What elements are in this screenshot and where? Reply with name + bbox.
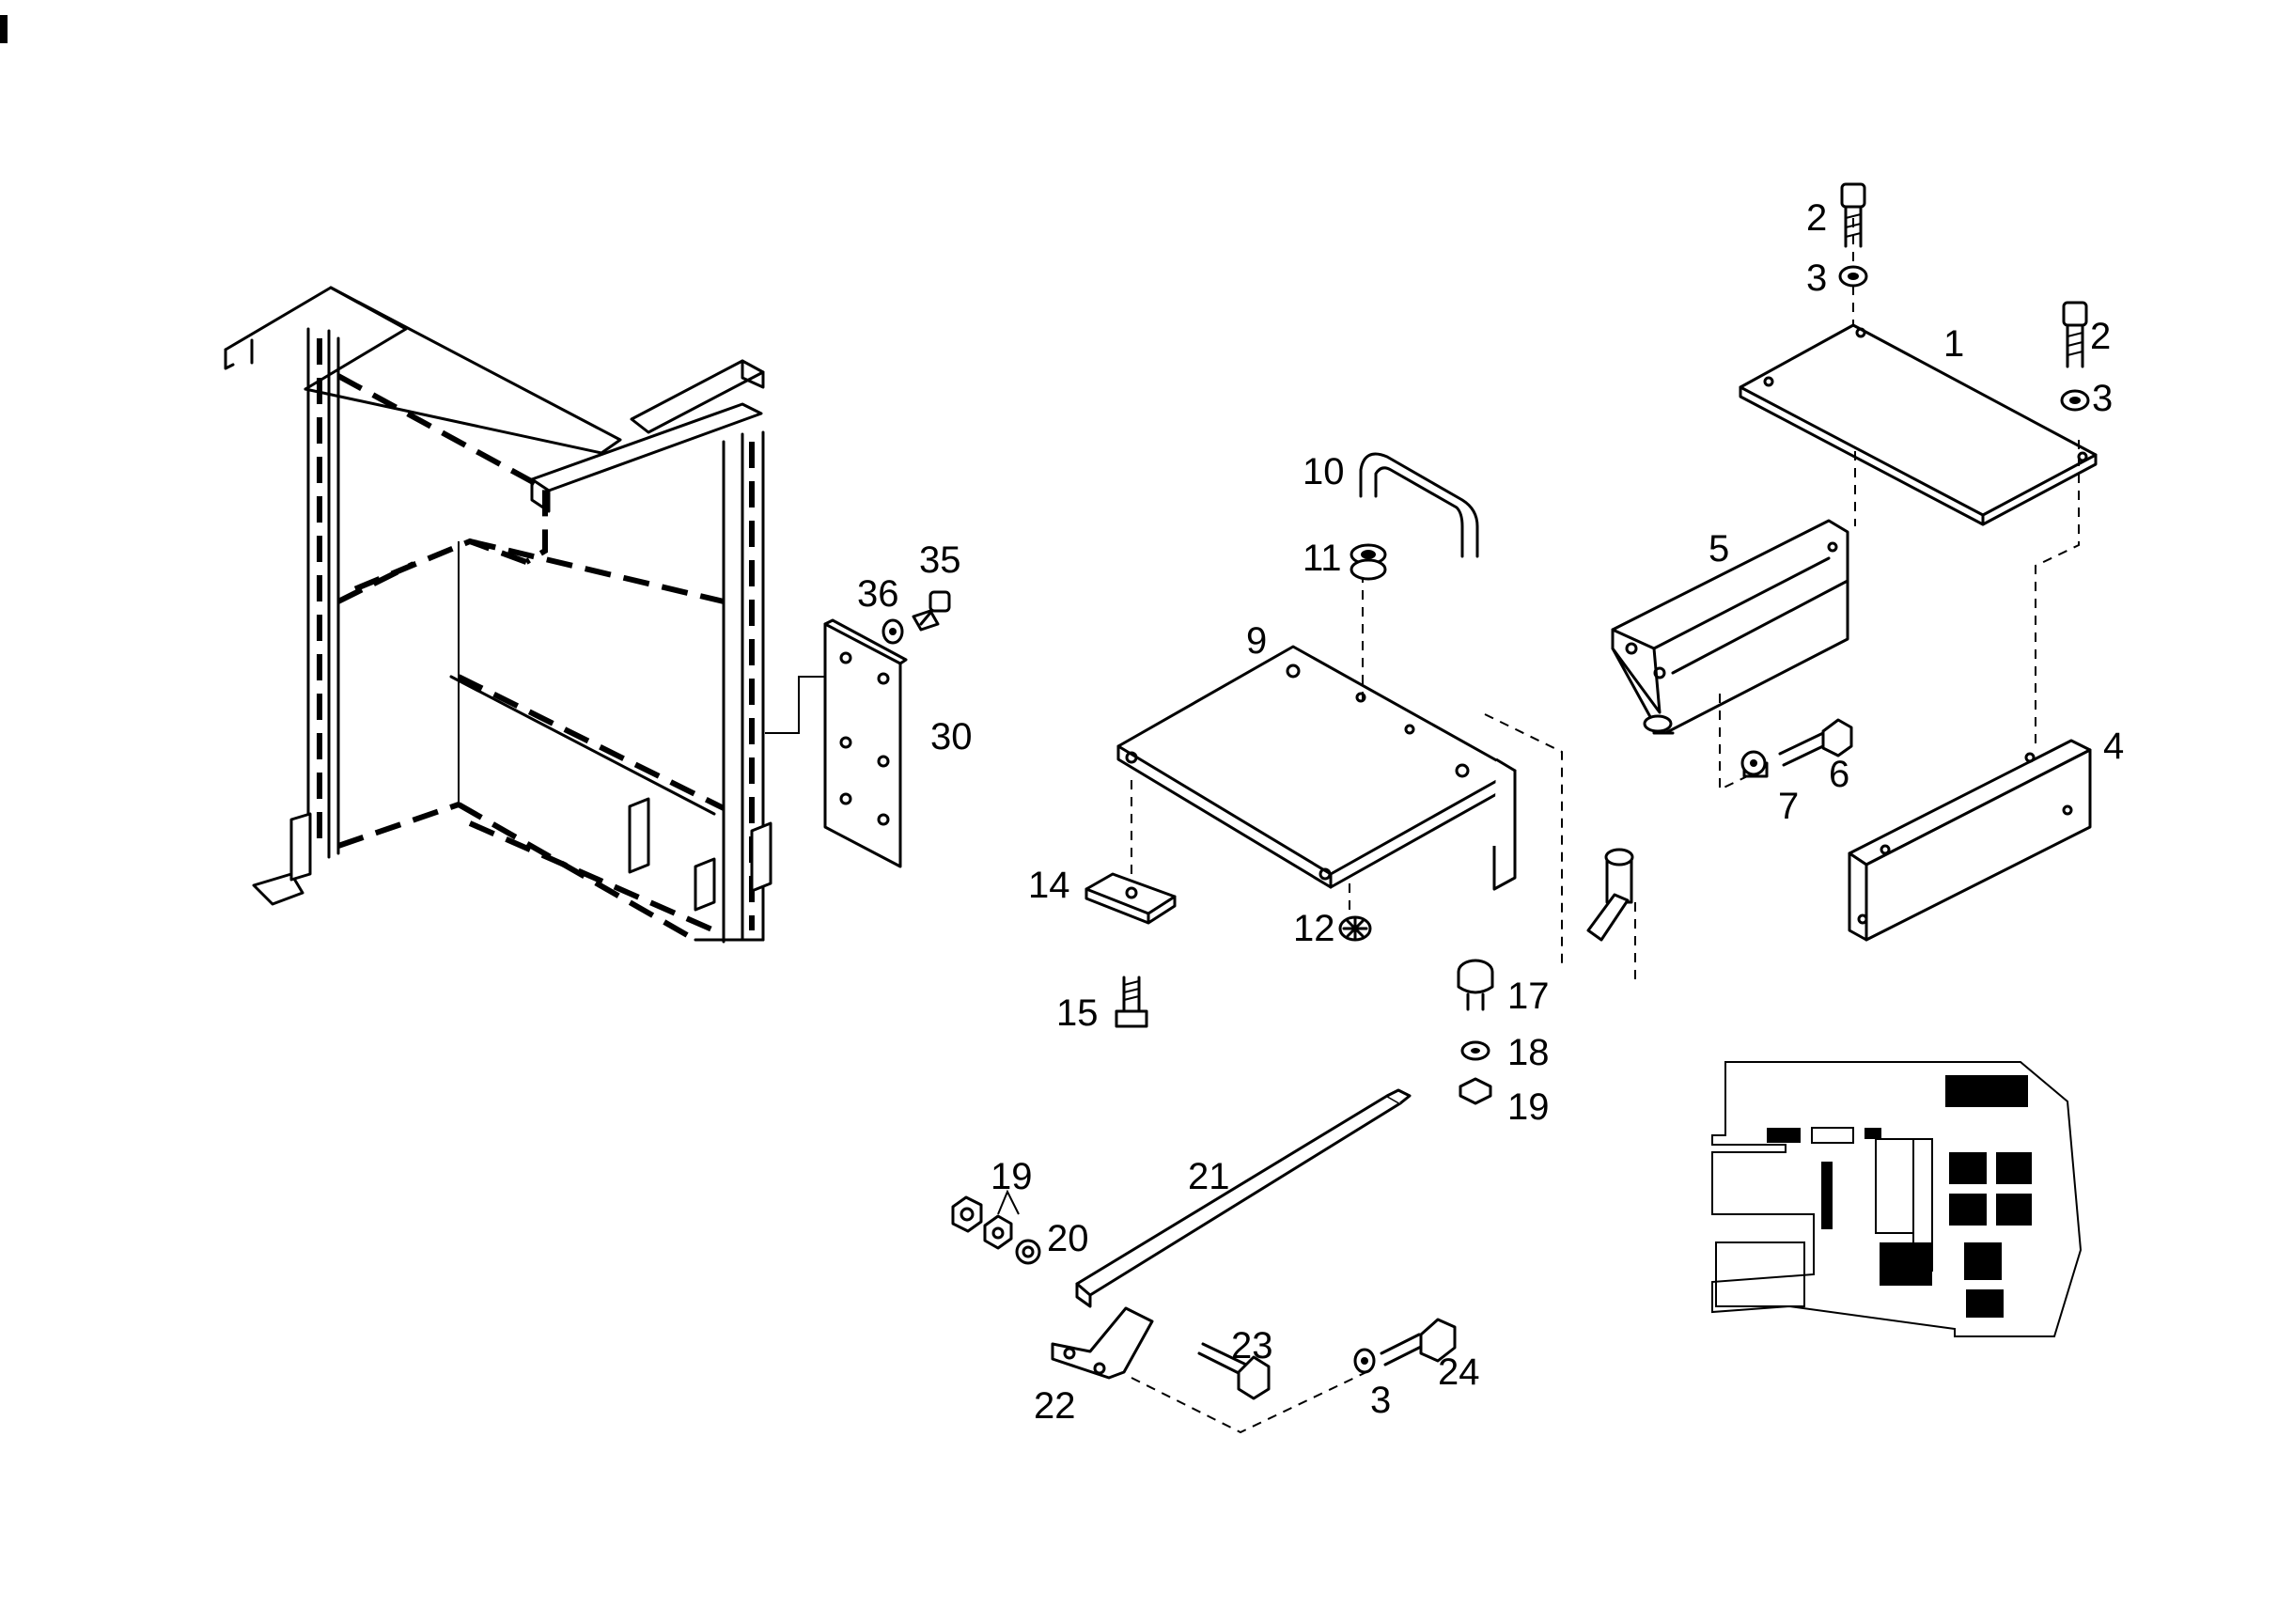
callout-21: 21 bbox=[1188, 1156, 1230, 1197]
callout-20: 20 bbox=[1047, 1218, 1089, 1259]
bracket-5 bbox=[1611, 519, 1853, 791]
callout-3-bottom: 3 bbox=[1370, 1380, 1392, 1421]
callout-2-top: 2 bbox=[1806, 197, 1828, 239]
callout-11: 11 bbox=[1303, 538, 1342, 579]
callout-24: 24 bbox=[1438, 1351, 1480, 1393]
pad-14-screw-15 bbox=[1084, 872, 1177, 1028]
callout-7: 7 bbox=[1778, 786, 1800, 827]
callout-6: 6 bbox=[1829, 754, 1850, 795]
callout-3-right: 3 bbox=[2092, 378, 2114, 419]
location-thumbnail bbox=[1711, 1061, 2083, 1337]
frame-assembly bbox=[224, 286, 772, 944]
cover-plate-1 bbox=[1739, 182, 2098, 748]
callout-30: 30 bbox=[930, 716, 973, 757]
callout-14: 14 bbox=[1028, 865, 1070, 906]
callout-19-left: 19 bbox=[991, 1156, 1033, 1197]
callout-5: 5 bbox=[1708, 528, 1730, 570]
callout-1: 1 bbox=[1943, 323, 1965, 365]
base-plate-9 bbox=[1116, 452, 1636, 987]
mounting-plate-30 bbox=[765, 590, 951, 868]
callout-12: 12 bbox=[1293, 908, 1335, 949]
callout-18: 18 bbox=[1507, 1032, 1550, 1073]
callout-22: 22 bbox=[1034, 1385, 1076, 1427]
callout-19-right: 19 bbox=[1507, 1086, 1550, 1128]
corner-mark bbox=[0, 15, 8, 43]
callout-35: 35 bbox=[919, 539, 961, 581]
callout-3-top: 3 bbox=[1806, 258, 1828, 299]
channel-4 bbox=[1848, 739, 2092, 942]
callout-2-right: 2 bbox=[2090, 316, 2112, 357]
callout-36: 36 bbox=[857, 573, 899, 615]
thumbscrew-stack bbox=[1457, 959, 1494, 1105]
callout-9: 9 bbox=[1246, 620, 1268, 662]
callout-10: 10 bbox=[1303, 451, 1345, 492]
stay-bar-assembly bbox=[951, 1088, 1457, 1434]
callout-23: 23 bbox=[1231, 1325, 1273, 1366]
callout-17: 17 bbox=[1507, 976, 1550, 1017]
callout-4: 4 bbox=[2103, 726, 2125, 767]
callout-15: 15 bbox=[1056, 992, 1099, 1034]
